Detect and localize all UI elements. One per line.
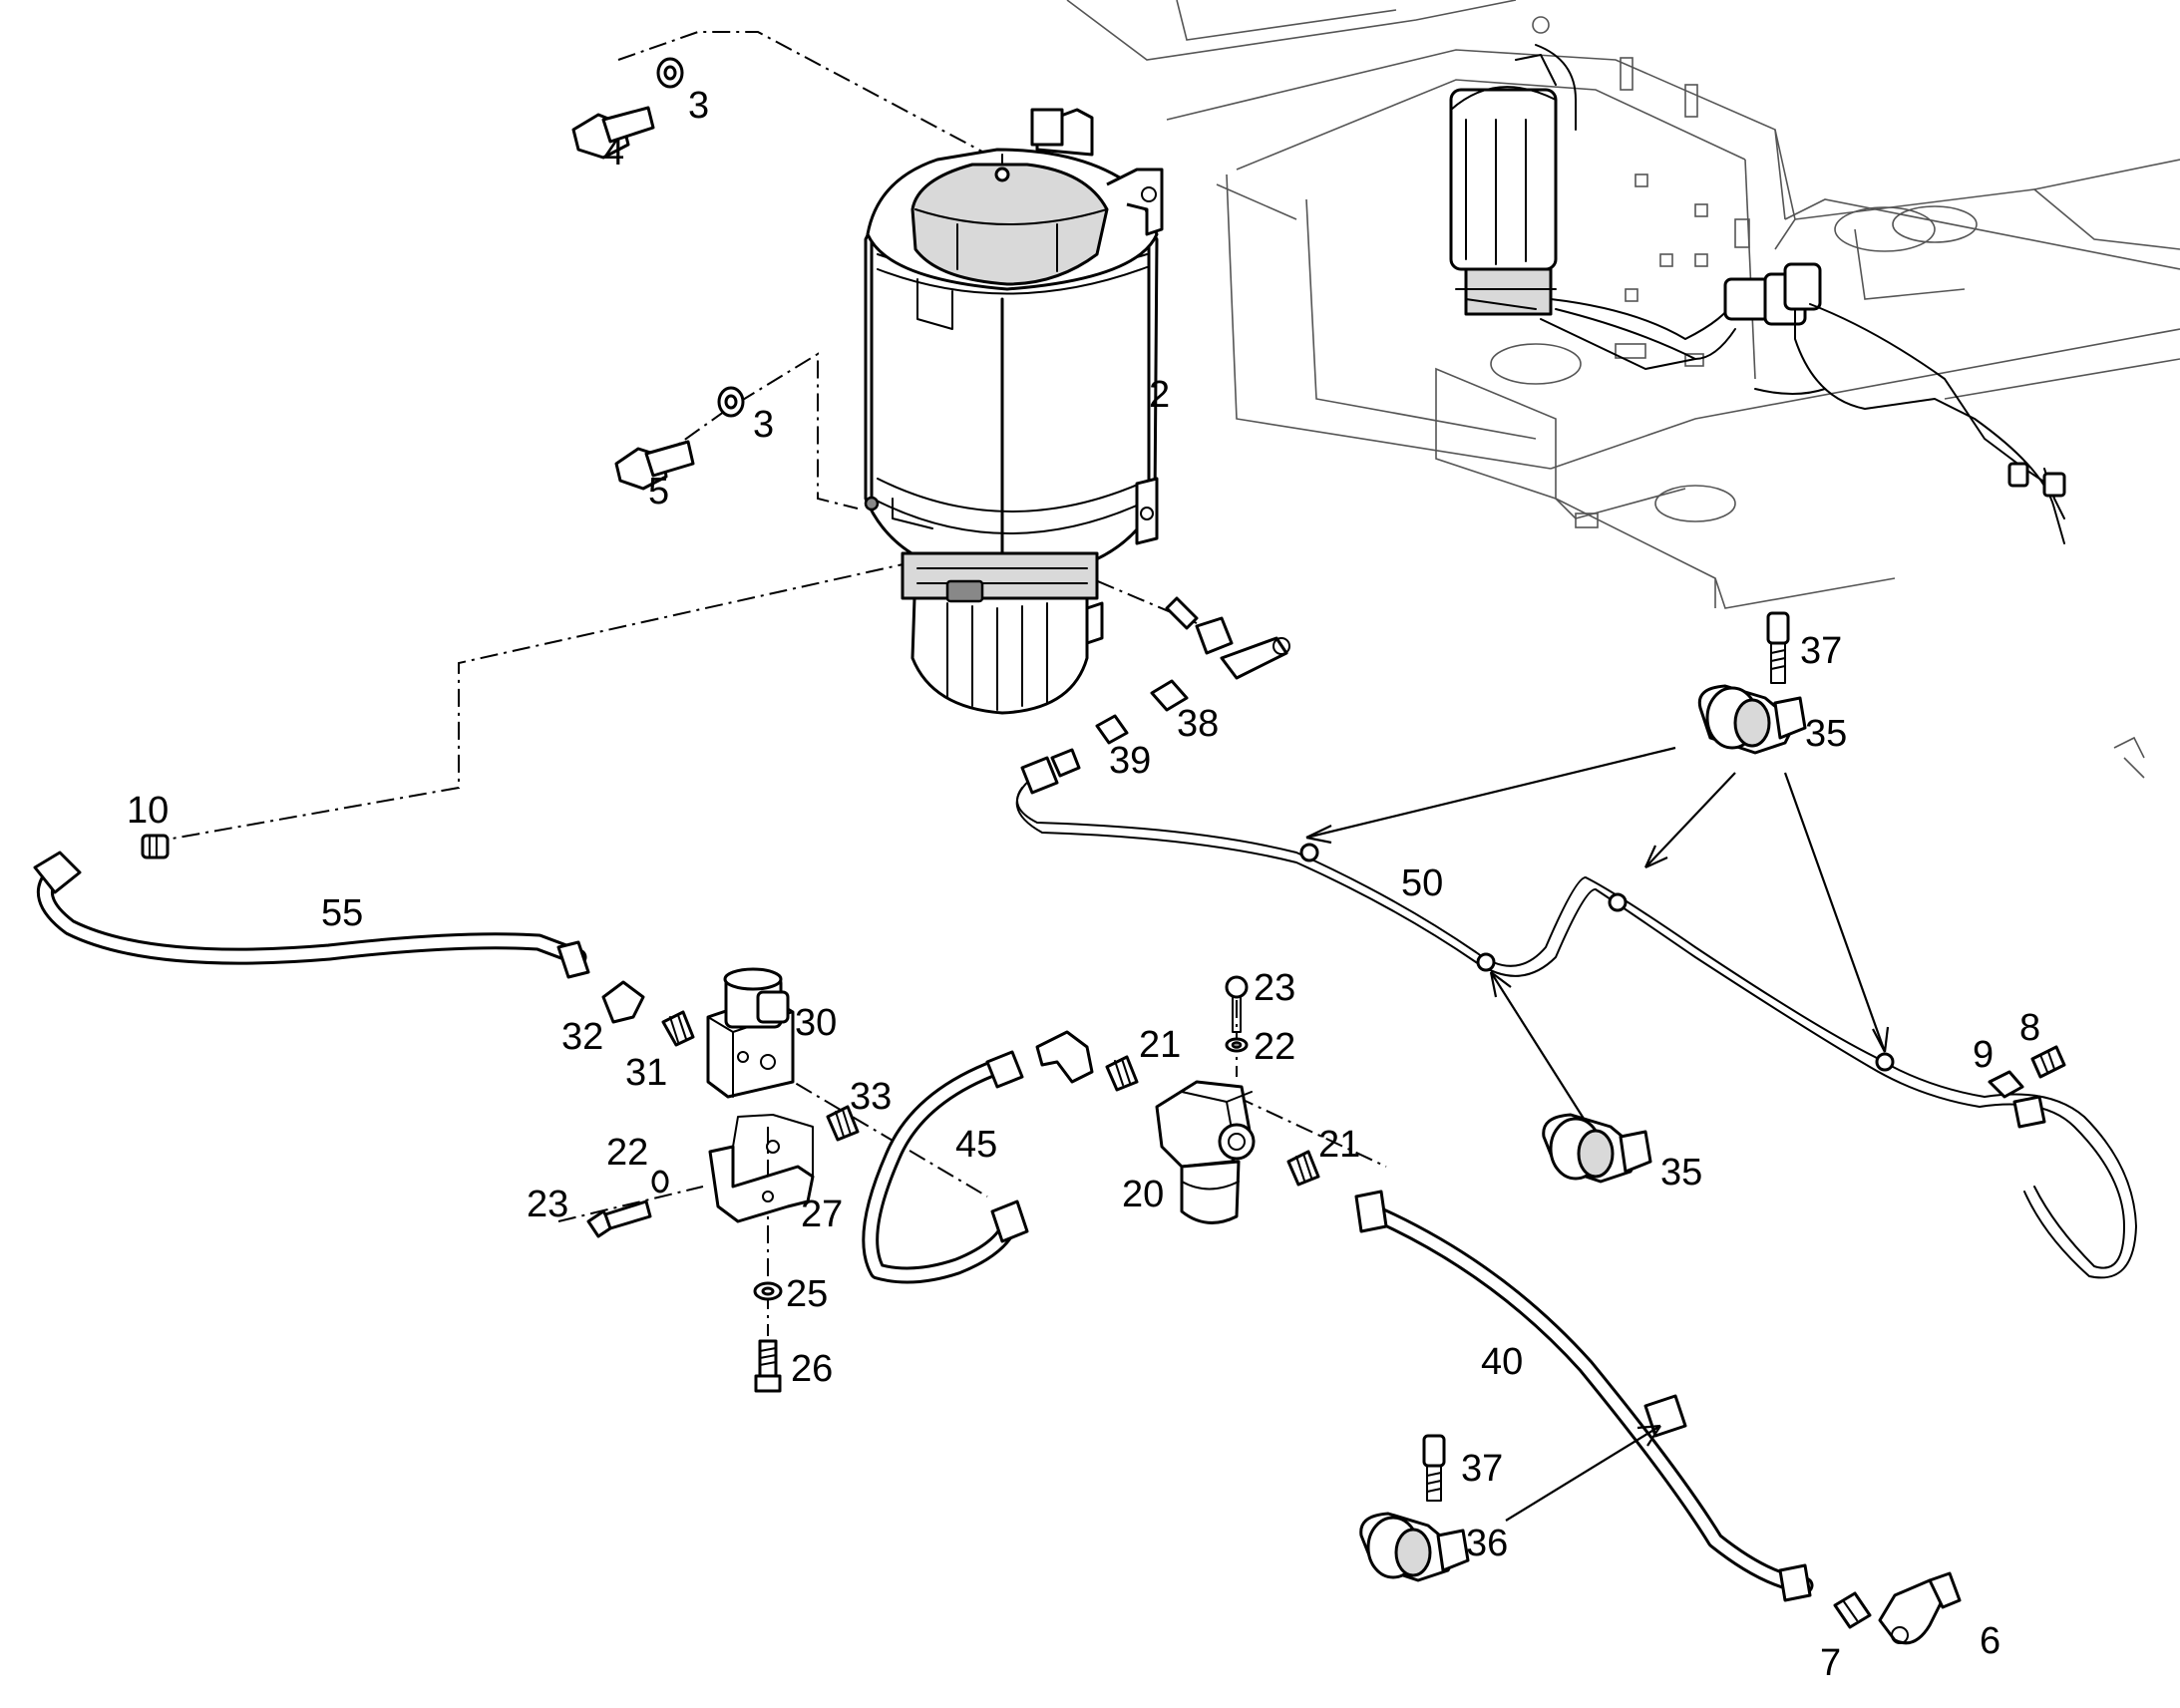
label-22b: 22 bbox=[1254, 1026, 1295, 1068]
filter-20 bbox=[1155, 1080, 1256, 1224]
label-27: 27 bbox=[801, 1194, 843, 1235]
label-31: 31 bbox=[625, 1052, 667, 1094]
label-3a: 3 bbox=[688, 85, 709, 127]
elbow-6 bbox=[1878, 1571, 1962, 1645]
washer-3a bbox=[656, 57, 684, 89]
fitting-9 bbox=[1988, 1070, 2024, 1099]
label-20: 20 bbox=[1122, 1174, 1164, 1215]
label-55: 55 bbox=[321, 892, 363, 934]
hose-40 bbox=[1354, 1190, 1814, 1602]
label-33: 33 bbox=[850, 1076, 892, 1118]
label-37b: 37 bbox=[1461, 1448, 1503, 1490]
washer-3b bbox=[717, 386, 745, 418]
hose-55 bbox=[33, 851, 590, 979]
pointer-arrows bbox=[1305, 746, 1890, 1522]
label-35a: 35 bbox=[1805, 713, 1847, 755]
callout-labels: 2 3 3 4 5 6 7 8 9 10 20 21 21 22 22 23 2… bbox=[127, 85, 2040, 1684]
label-36: 36 bbox=[1466, 1523, 1508, 1564]
fitting-8 bbox=[2030, 1045, 2066, 1079]
bolt-26 bbox=[754, 1339, 782, 1393]
fitting-39 bbox=[1050, 714, 1129, 778]
bracket-27 bbox=[708, 1114, 815, 1223]
clamp-36 bbox=[1359, 1512, 1470, 1582]
fitting-33 bbox=[826, 1105, 860, 1142]
tube-50 bbox=[1015, 756, 2137, 1279]
hose-45 bbox=[862, 1030, 1094, 1284]
washer-22a bbox=[651, 1170, 669, 1194]
label-35b: 35 bbox=[1660, 1152, 1702, 1194]
label-30: 30 bbox=[795, 1002, 837, 1044]
label-9: 9 bbox=[1973, 1034, 1994, 1076]
label-21b: 21 bbox=[1318, 1124, 1360, 1166]
label-10: 10 bbox=[127, 790, 169, 832]
label-23a: 23 bbox=[527, 1184, 568, 1225]
fitting-31 bbox=[661, 1010, 695, 1047]
bolt-23a bbox=[586, 1199, 652, 1238]
solenoid-valve-30 bbox=[706, 967, 795, 1099]
screw-37b bbox=[1422, 1434, 1446, 1502]
label-7: 7 bbox=[1820, 1642, 1841, 1684]
machine-frame-context bbox=[1066, 0, 2180, 779]
label-37a: 37 bbox=[1800, 630, 1842, 672]
fitting-7 bbox=[1833, 1591, 1872, 1629]
washer-25 bbox=[753, 1281, 783, 1301]
label-40: 40 bbox=[1481, 1341, 1523, 1383]
bolt-23b bbox=[1225, 975, 1249, 1033]
lubrication-pump bbox=[864, 108, 1290, 715]
assembly-leader-lines bbox=[149, 31, 1387, 1336]
label-32: 32 bbox=[561, 1016, 603, 1058]
label-50: 50 bbox=[1401, 862, 1443, 904]
fitting-38 bbox=[1150, 679, 1189, 712]
label-21a: 21 bbox=[1139, 1024, 1181, 1066]
label-38: 38 bbox=[1177, 703, 1219, 745]
clamp-35b bbox=[1542, 1113, 1652, 1184]
label-26: 26 bbox=[791, 1348, 833, 1390]
label-45: 45 bbox=[955, 1124, 997, 1166]
label-2: 2 bbox=[1149, 374, 1170, 416]
bolt-5 bbox=[614, 440, 695, 491]
plug-10 bbox=[141, 834, 170, 859]
label-6: 6 bbox=[1980, 1620, 2000, 1662]
label-22a: 22 bbox=[606, 1132, 648, 1174]
label-25: 25 bbox=[786, 1273, 828, 1315]
screw-37a bbox=[1766, 611, 1790, 684]
label-8: 8 bbox=[2019, 1007, 2040, 1049]
fitting-32 bbox=[601, 980, 645, 1024]
fitting-21b bbox=[1286, 1150, 1320, 1187]
washer-22b bbox=[1225, 1037, 1249, 1053]
label-23b: 23 bbox=[1254, 967, 1295, 1009]
label-5: 5 bbox=[648, 471, 669, 512]
bolt-4 bbox=[571, 106, 655, 160]
fitting-21a bbox=[1105, 1055, 1139, 1092]
label-4: 4 bbox=[603, 132, 624, 173]
label-39: 39 bbox=[1109, 740, 1151, 782]
clamp-35a bbox=[1697, 684, 1807, 755]
label-3b: 3 bbox=[753, 404, 774, 446]
